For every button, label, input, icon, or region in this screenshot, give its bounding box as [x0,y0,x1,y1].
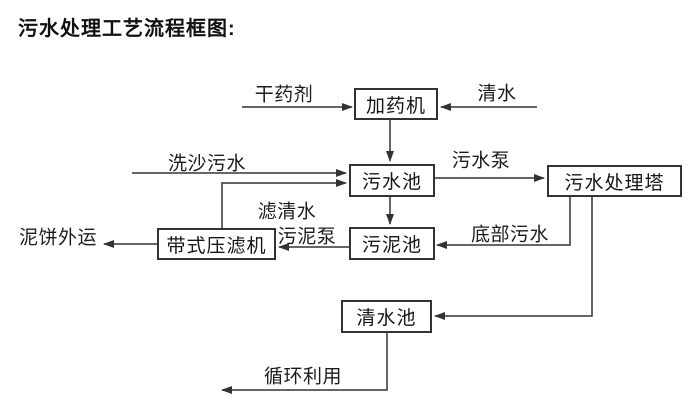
arrow-tower-to-clear-water-pool [434,197,593,320]
node-dosing-machine-label: 加药机 [365,95,426,117]
node-sludge-pool: 污泥池 [349,227,435,260]
node-belt-filter-press: 带式压滤机 [157,228,276,260]
flow-label-sand-washing-sewage: 洗沙污水 [167,153,247,175]
flow-label-mud-cake-outbound: 泥饼外运 [18,227,98,249]
arrow-filtered-water-to-sewage-pool [221,179,347,228]
node-sewage-pool-label: 污水池 [361,172,422,193]
node-clear-water-pool-label: 清水池 [356,308,417,329]
node-sludge-pool-label: 污泥池 [361,235,422,256]
flow-label-sewage-pump: 污水泵 [451,150,511,172]
flow-label-dry-agent: 干药剂 [254,84,314,106]
node-dosing-machine: 加药机 [354,88,438,120]
node-sewage-treatment-tower: 污水处理塔 [547,165,682,197]
node-sewage-treatment-tower-label: 污水处理塔 [564,172,665,194]
flow-label-filtered-clear-water: 滤清水 [257,201,317,223]
flow-label-recycled-use: 循环利用 [263,366,343,388]
node-sewage-pool: 污水池 [349,164,435,197]
page-title: 污水处理工艺流程框图: [18,18,236,40]
flow-label-bottom-sewage: 底部污水 [470,224,550,246]
arrow-clear-water-pool-to-recycle [221,333,388,394]
flow-label-sludge-pump: 污泥泵 [277,226,337,248]
node-belt-filter-press-label: 带式压滤机 [166,235,267,257]
arrow-tower-bottom-sewage-to-sludge-pool [436,197,571,249]
node-clear-water-pool: 清水池 [341,300,432,333]
flow-label-clear-water: 清水 [477,83,517,105]
